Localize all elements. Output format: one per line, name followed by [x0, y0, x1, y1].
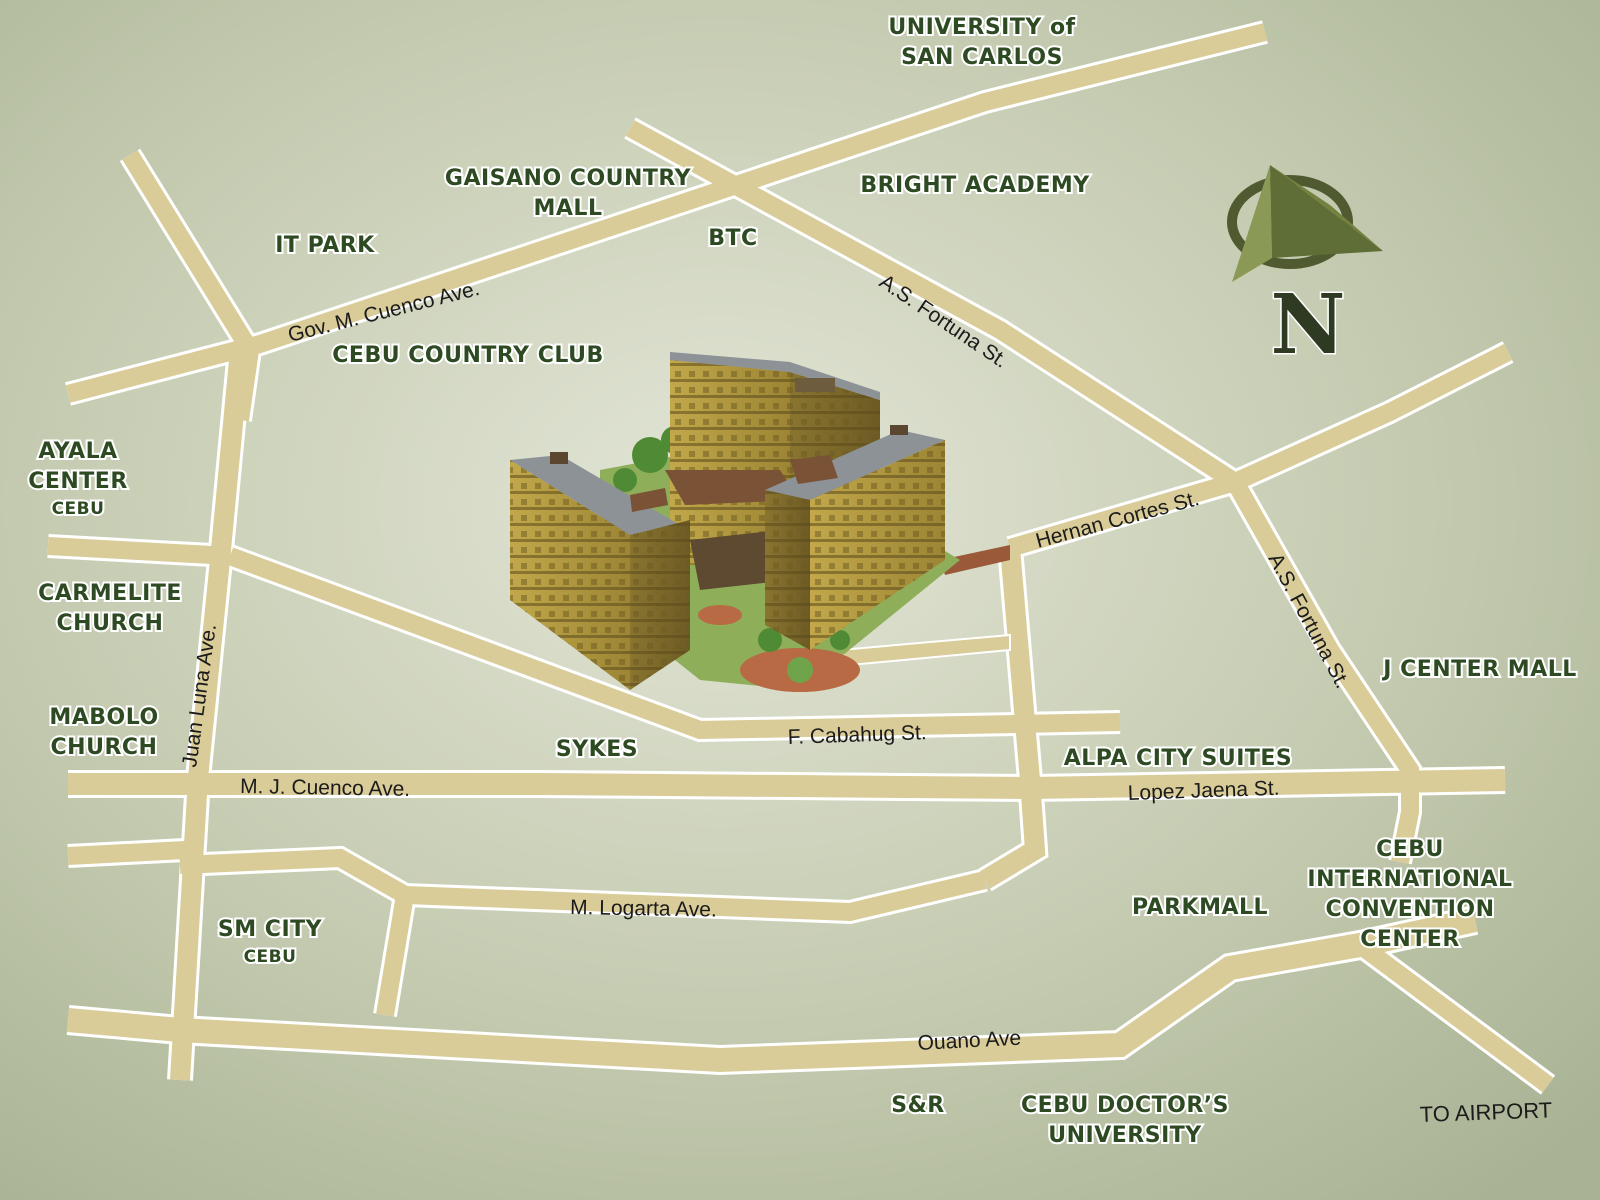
road-f-cabahug: [226, 547, 1121, 740]
landmark-j-center-mall: J CENTER MALL: [1379, 655, 1578, 684]
street-label-m-logarta: M. Logarta Ave.: [570, 896, 717, 922]
landmark-university-of-san-carlos: UNIVERSITY of SAN CARLOS: [886, 13, 1077, 72]
landmark-label-line: PARKMALL: [1132, 895, 1268, 920]
landmark-gaisano-country-mall: GAISANO COUNTRY MALL: [443, 164, 693, 223]
landmark-alpa-city-suites: ALPA CITY SUITES: [1062, 744, 1294, 773]
landmark-label-line: S&R: [891, 1093, 944, 1118]
street-label-f-cabahug: F. Cabahug St.: [787, 721, 927, 749]
landmark-label-line: GAISANO COUNTRY: [445, 166, 692, 191]
landmark-cebu-international-convention-center: CEBU INTERNATIONAL CONVENTION CENTER: [1305, 835, 1514, 954]
landmark-label-line: CONVENTION: [1325, 897, 1494, 922]
north-letter: N: [1271, 277, 1346, 373]
landmark-label-line: IT PARK: [275, 233, 375, 258]
street-label-m-j-cuenco: M. J. Cuenco Ave.: [240, 775, 410, 801]
landmark-labels: UNIVERSITY of SAN CARLOS GAISANO COUNTRY MA…: [26, 13, 1578, 1150]
landmark-label-line: CARMELITE: [38, 581, 182, 606]
landmark-label-line: CENTER: [1360, 927, 1460, 952]
landmark-label-line: CHURCH: [51, 735, 158, 760]
landmark-label-line: SYKES: [556, 737, 638, 762]
landmark-label-line: UNIVERSITY of: [888, 15, 1075, 40]
road-west-cross: [67, 841, 186, 865]
landmark-label-line: ALPA CITY SUITES: [1064, 746, 1293, 771]
street-label-lopez-jaena: Lopez Jaena St.: [1127, 777, 1279, 805]
landmark-bright-academy: BRIGHT ACADEMY: [858, 171, 1091, 200]
building-complex-illustration: [510, 352, 1011, 692]
to-airport-label: TO AIRPORT: [1419, 1097, 1552, 1127]
landmark-btc: BTC: [706, 224, 759, 253]
landmark-cebu-country-club: CEBU COUNTRY CLUB: [330, 341, 605, 370]
landmark-label-line: AYALA: [38, 439, 117, 464]
landmark-label-line: MABOLO: [49, 705, 158, 730]
road-airport: [1354, 937, 1554, 1093]
road-connector: [979, 547, 1046, 889]
landmark-carmelite-church: CARMELITE CHURCH: [36, 579, 183, 638]
landmark-sublabel: CEBU: [244, 947, 297, 967]
landmark-label-line: CEBU: [1376, 837, 1444, 862]
landmark-label-line: SAN CARLOS: [901, 45, 1063, 70]
street-label-ouano: Ouano Ave: [917, 1027, 1022, 1055]
road-juan-luna: [170, 349, 250, 1081]
landmark-label-line: J CENTER MALL: [1381, 657, 1577, 682]
landmark-label-line: CENTER: [28, 469, 128, 494]
north-arrow-icon: N: [1227, 165, 1383, 375]
landmark-mabolo-church: MABOLO CHURCH: [47, 703, 160, 762]
road-m-j-cuenco: [68, 769, 1506, 800]
landmark-label-line: CEBU COUNTRY CLUB: [332, 343, 603, 368]
landmark-label-line: BTC: [708, 226, 757, 251]
landmark-parkmall: PARKMALL: [1130, 893, 1270, 922]
road-network: [47, 20, 1556, 1095]
landmark-label-line: INTERNATIONAL: [1307, 867, 1512, 892]
landmark-s-and-r: S&R: [889, 1091, 946, 1120]
landmark-label-line: BRIGHT ACADEMY: [860, 173, 1090, 198]
landmark-label-line: UNIVERSITY: [1048, 1123, 1202, 1148]
landmark-sm-city-cebu: SM CITY CEBU: [216, 915, 324, 969]
road-as-fortuna: [625, 120, 1419, 864]
landmark-sublabel: CEBU: [52, 499, 105, 519]
landmark-label-line: MALL: [534, 196, 603, 221]
landmark-it-park: IT PARK: [273, 231, 376, 260]
road-west-spur: [47, 537, 231, 565]
road-hernan-cortes: [1007, 343, 1513, 557]
landmark-label-line: SM CITY: [218, 917, 323, 942]
road-gov-m-cuenco: [65, 23, 1268, 403]
landmark-label-line: CHURCH: [57, 611, 164, 636]
landmark-cebu-doctors-university: CEBU DOCTOR’S UNIVERSITY: [1019, 1091, 1230, 1150]
landmark-ayala-center-cebu: AYALA CENTER CEBU: [26, 437, 129, 521]
road-sm-city-spur: [376, 893, 414, 1017]
landmark-sykes: SYKES: [554, 735, 640, 764]
landmark-label-line: CEBU DOCTOR’S: [1021, 1093, 1229, 1118]
